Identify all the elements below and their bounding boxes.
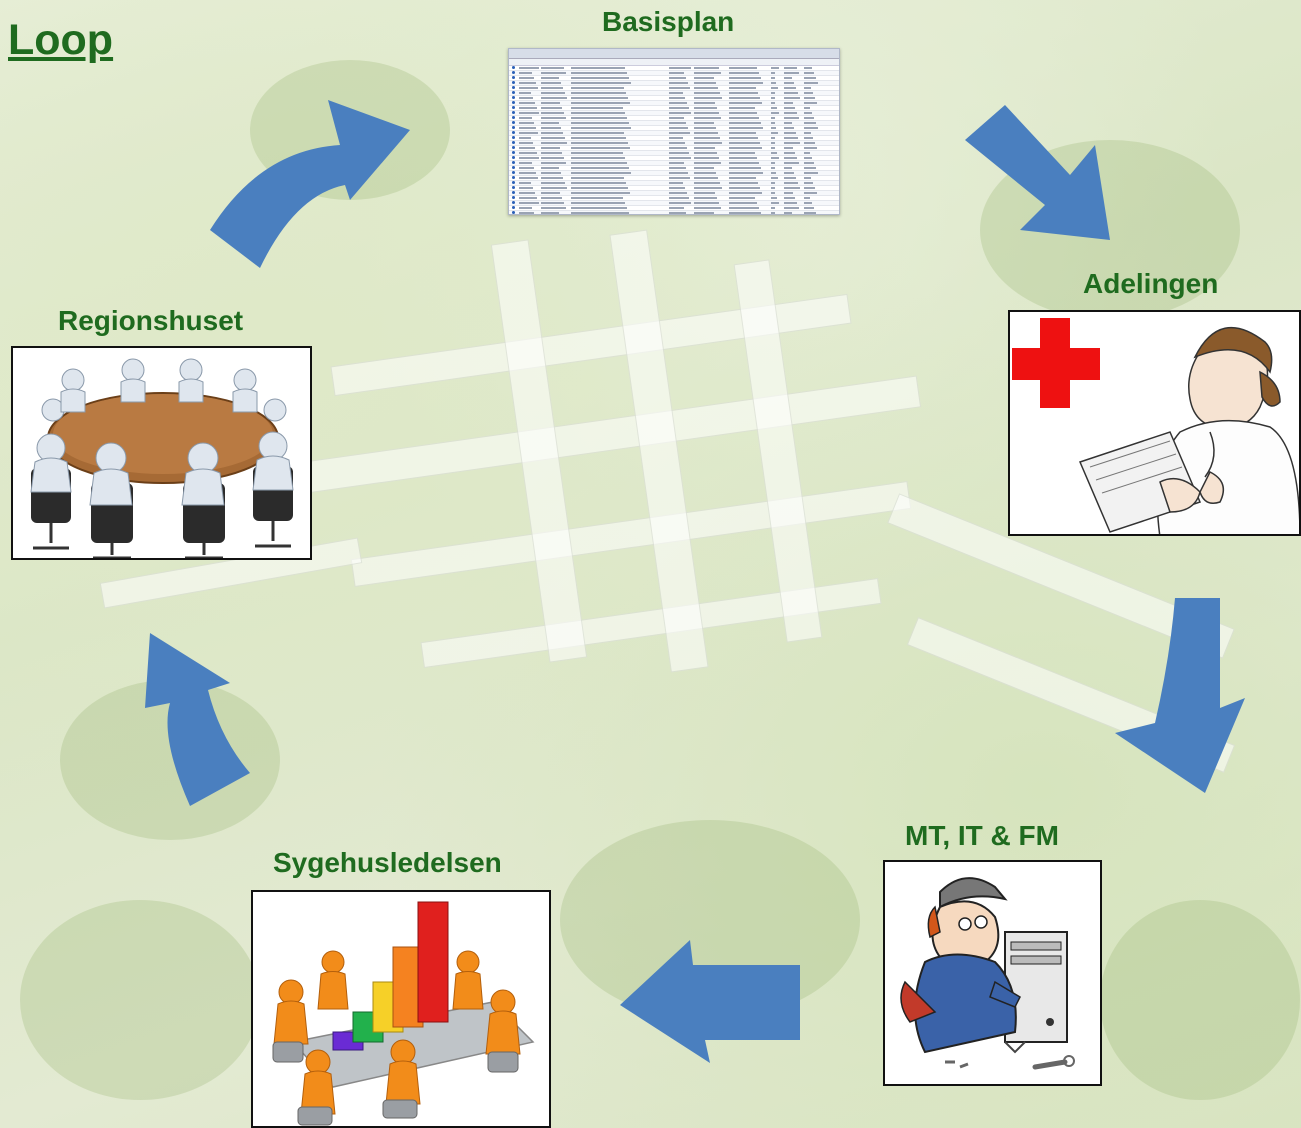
table-row <box>509 91 839 96</box>
table-row <box>509 141 839 146</box>
table-row <box>509 171 839 176</box>
table-row <box>509 161 839 166</box>
spreadsheet-table-icon <box>508 48 840 215</box>
table-row <box>509 201 839 206</box>
mt-it-fm-label: MT, IT & FM <box>905 820 1059 851</box>
table-row <box>509 121 839 126</box>
table-row <box>509 166 839 171</box>
table-row <box>509 96 839 101</box>
adelingen-label: Adelingen <box>1083 268 1219 299</box>
arrow-basisplan-to-adelingen-icon <box>965 105 1110 240</box>
round-table-meeting-icon <box>11 346 312 560</box>
table-row <box>509 206 839 211</box>
table-row <box>509 196 839 201</box>
page-title: Loop <box>8 16 114 64</box>
table-row <box>509 146 839 151</box>
table-row <box>509 71 839 76</box>
table-row <box>509 106 839 111</box>
arrow-regionshuset-to-basisplan-icon <box>210 100 410 268</box>
table-row <box>509 126 839 131</box>
nurse-with-clipboard-and-red-cross-icon <box>1008 310 1301 536</box>
arrow-adelingen-to-mt-it-fm-icon <box>1115 598 1245 793</box>
table-row <box>509 176 839 181</box>
arrow-mt-it-fm-to-sygehusledelsen-icon <box>620 940 800 1063</box>
table-row <box>509 111 839 116</box>
table-row <box>509 186 839 191</box>
table-row <box>509 211 839 214</box>
table-row <box>509 86 839 91</box>
sygehusledelsen-label: Sygehusledelsen <box>273 847 502 878</box>
table-row <box>509 66 839 71</box>
table-row <box>509 156 839 161</box>
regionshuset-label: Regionshuset <box>58 305 244 336</box>
table-row <box>509 81 839 86</box>
table-row <box>509 191 839 196</box>
table-row <box>509 181 839 186</box>
technician-repairing-computer-icon <box>883 860 1102 1086</box>
table-row <box>509 101 839 106</box>
table-row <box>509 136 839 141</box>
table-row <box>509 76 839 81</box>
table-row <box>509 116 839 121</box>
arrow-sygehusledelsen-to-regionshuset-icon <box>145 633 250 806</box>
basisplan-label: Basisplan <box>602 6 735 37</box>
table-row <box>509 151 839 156</box>
table-row <box>509 131 839 136</box>
meeting-with-bar-chart-icon <box>251 890 551 1128</box>
